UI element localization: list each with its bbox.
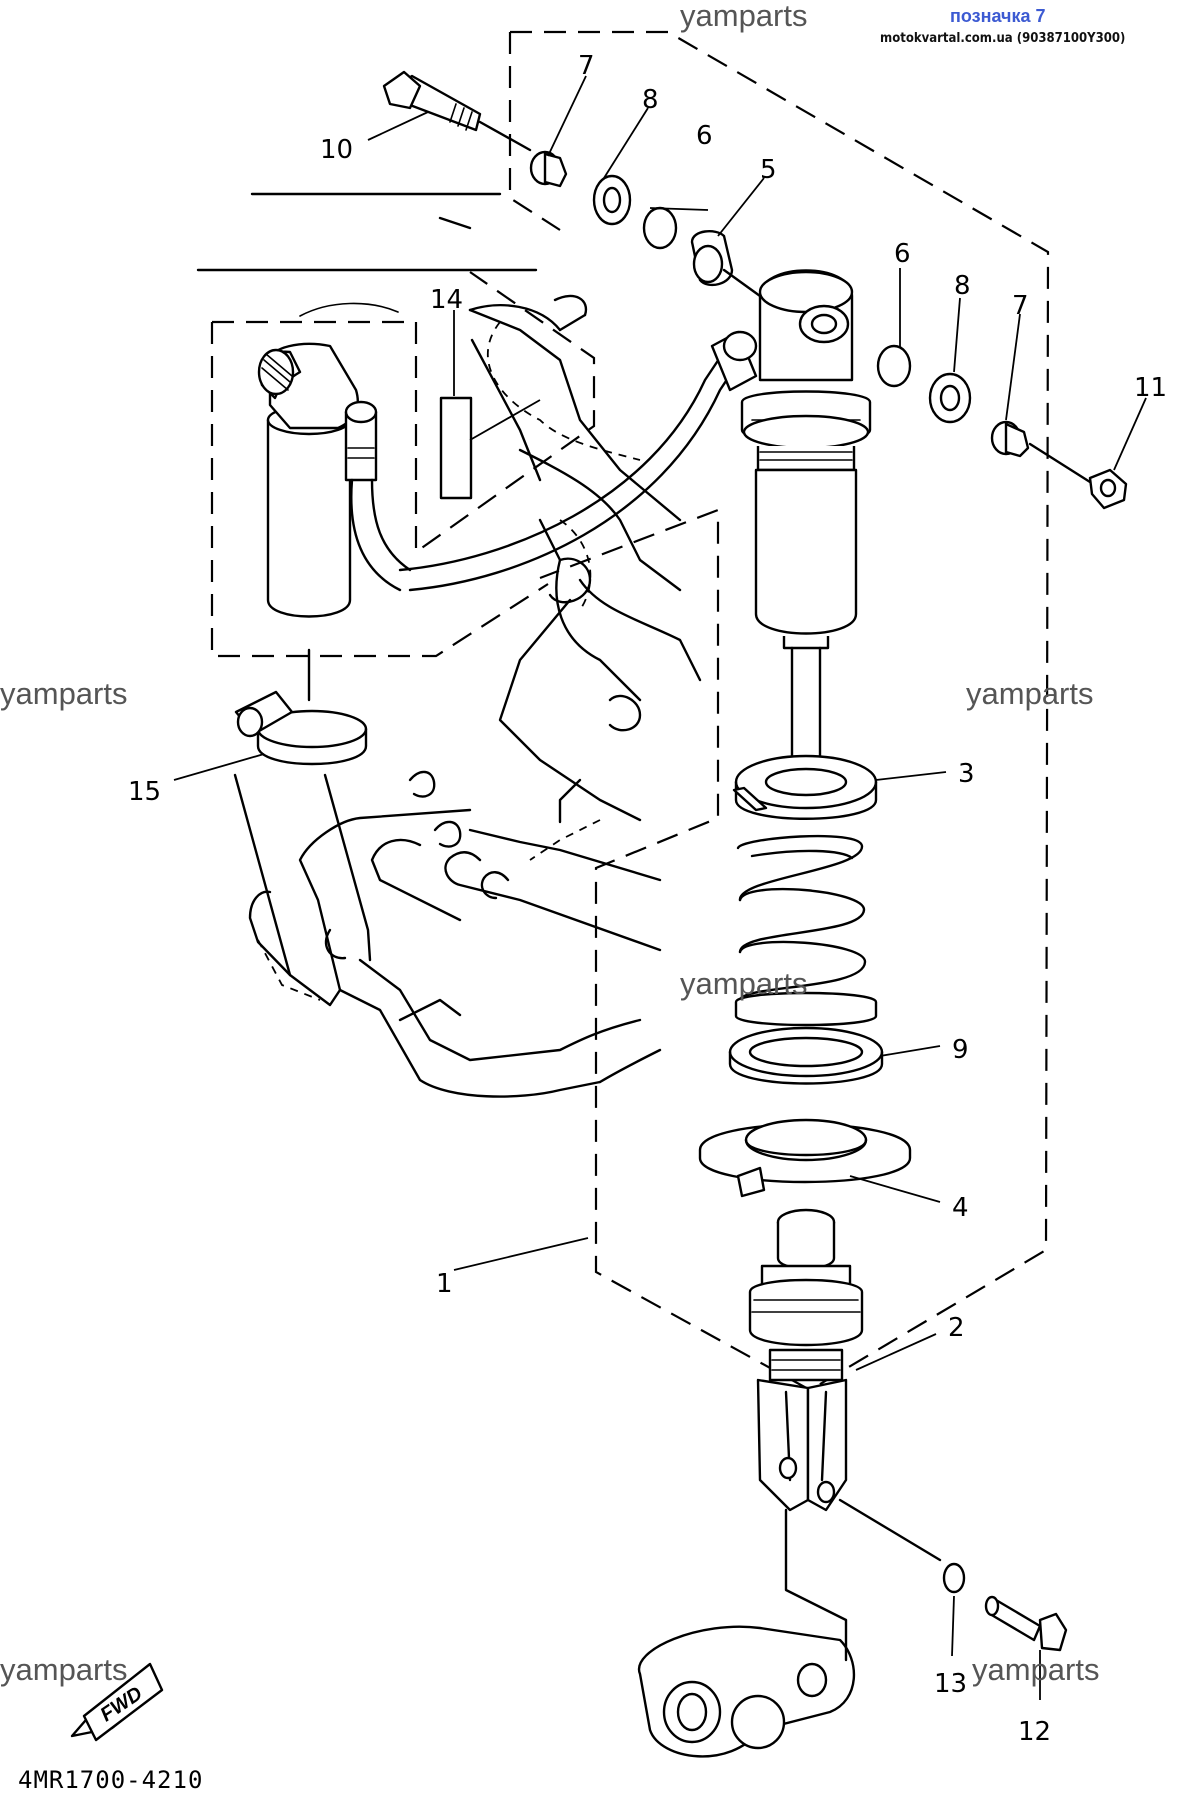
callout-1: 1: [436, 1269, 453, 1299]
label-plate: [439, 396, 473, 500]
coil-spring: [736, 834, 867, 1002]
callout-6: 6: [696, 121, 713, 151]
source-label: motokvartal.com.ua (90387100Y300): [880, 31, 1125, 46]
callout-8: 8: [642, 85, 659, 115]
watermark-left: yamparts: [0, 676, 127, 711]
callout-9: 9: [952, 1035, 969, 1065]
spring-seat: [728, 991, 884, 1085]
callouts: 10 7 8 6 5 6 8 7 11 14 15 3 9 4 1 2 13 1…: [128, 51, 1167, 1747]
callout-7: 7: [578, 51, 595, 81]
band-clamp: [234, 648, 368, 766]
spring-seat-upper: [732, 754, 878, 820]
callout-7-right: 7: [1012, 291, 1029, 321]
upper-mount-hardware: [382, 70, 762, 298]
reservoir-boundary: [212, 271, 596, 555]
right-mount-hardware: [876, 344, 1128, 510]
spring-guide-lower: [698, 1118, 912, 1198]
callout-13: 13: [934, 1669, 967, 1699]
shock-absorber: [740, 269, 872, 782]
callout-11: 11: [1134, 373, 1167, 403]
remote-reservoir: [257, 342, 412, 618]
watermark-top: yamparts: [680, 0, 807, 33]
callout-12: 12: [1018, 1717, 1051, 1747]
watermark-center: yamparts: [680, 966, 807, 1001]
lower-body-clevis: [748, 1208, 864, 1512]
callout-3: 3: [958, 759, 975, 789]
watermarks: yamparts yamparts yamparts yamparts yamp…: [0, 0, 1099, 1687]
callout-6-right: 6: [894, 239, 911, 269]
leader-lines: [173, 75, 1147, 1700]
callout-14: 14: [430, 285, 463, 315]
designation-label: позначка 7: [950, 6, 1046, 26]
callout-4: 4: [952, 1193, 969, 1223]
frame-outline: [233, 294, 702, 1098]
watermark-right: yamparts: [966, 676, 1093, 711]
forward-arrow-icon: [70, 1662, 164, 1742]
lower-linkage: [637, 1508, 856, 1758]
callout-10: 10: [320, 135, 353, 165]
watermark-bottom-right: yamparts: [972, 1652, 1099, 1687]
assembly-boundary: [508, 30, 1050, 1392]
reservoir-hose: [408, 358, 742, 592]
callout-2: 2: [948, 1313, 965, 1343]
lower-mount-hardware: [838, 1498, 1068, 1652]
callout-5: 5: [760, 155, 777, 185]
diagram-code: 4MR1700-4210: [18, 1766, 203, 1794]
watermark-bottom-left: yamparts: [0, 1652, 127, 1687]
callout-8-right: 8: [954, 271, 971, 301]
callout-15: 15: [128, 777, 161, 807]
frame-reference-lines: [196, 192, 538, 272]
